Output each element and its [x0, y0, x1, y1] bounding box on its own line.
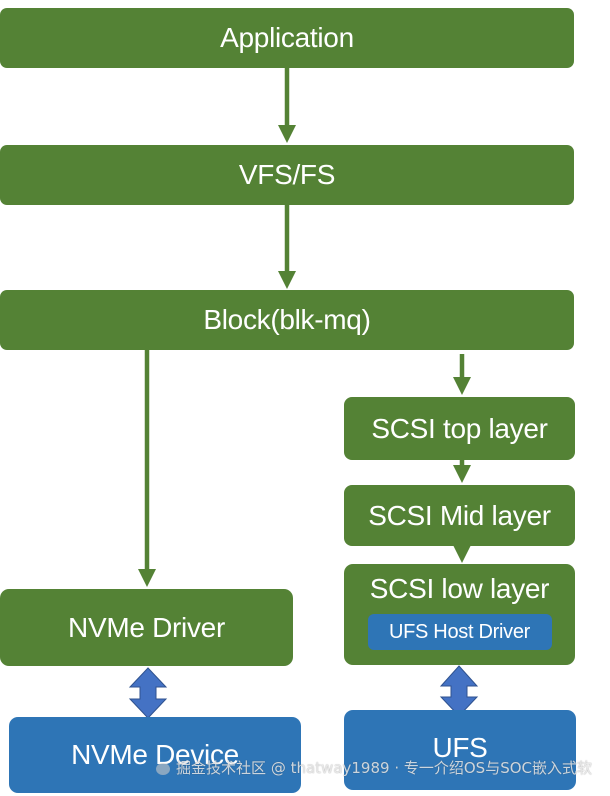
vfs-fs-label: VFS/FS: [238, 159, 336, 190]
nvme-device-label: NVMe Device: [71, 739, 239, 770]
bidirectional-arrow-ufs: [439, 665, 479, 717]
ufs-host-driver-label: UFS Host Driver: [388, 620, 531, 643]
block-label: Block(blk-mq): [203, 304, 371, 335]
block-box: Block(blk-mq): [0, 290, 574, 350]
scsi-top-layer-box: SCSI top layer: [344, 397, 575, 460]
application-box: Application: [0, 8, 574, 68]
scsi-mid-layer-box: SCSI Mid layer: [344, 485, 575, 546]
scsi-low-layer-box: SCSI low layer UFS Host Driver: [344, 564, 575, 665]
ufs-label: UFS: [432, 732, 488, 763]
nvme-driver-box: NVMe Driver: [0, 589, 293, 666]
scsi-mid-layer-label: SCSI Mid layer: [368, 499, 551, 531]
ufs-host-driver-box: UFS Host Driver: [367, 614, 552, 650]
watermark-text: 掘金技术社区 @ thatway1989 · 专一介绍OS与SOC嵌入式软: [176, 759, 592, 777]
bidirectional-arrow-nvme: [128, 667, 168, 719]
application-label: Application: [220, 22, 354, 53]
watermark-icon: [156, 762, 171, 775]
scsi-low-layer-label: SCSI low layer: [369, 573, 550, 604]
nvme-driver-label: NVMe Driver: [68, 611, 225, 643]
watermark: 掘金技术社区 @ thatway1989 · 专一介绍OS与SOC嵌入式软: [156, 757, 592, 778]
vfs-fs-box: VFS/FS: [0, 145, 574, 205]
scsi-top-layer-label: SCSI top layer: [371, 412, 548, 444]
ufs-box: UFS: [344, 710, 576, 790]
nvme-device-box: NVMe Device: [9, 717, 301, 793]
